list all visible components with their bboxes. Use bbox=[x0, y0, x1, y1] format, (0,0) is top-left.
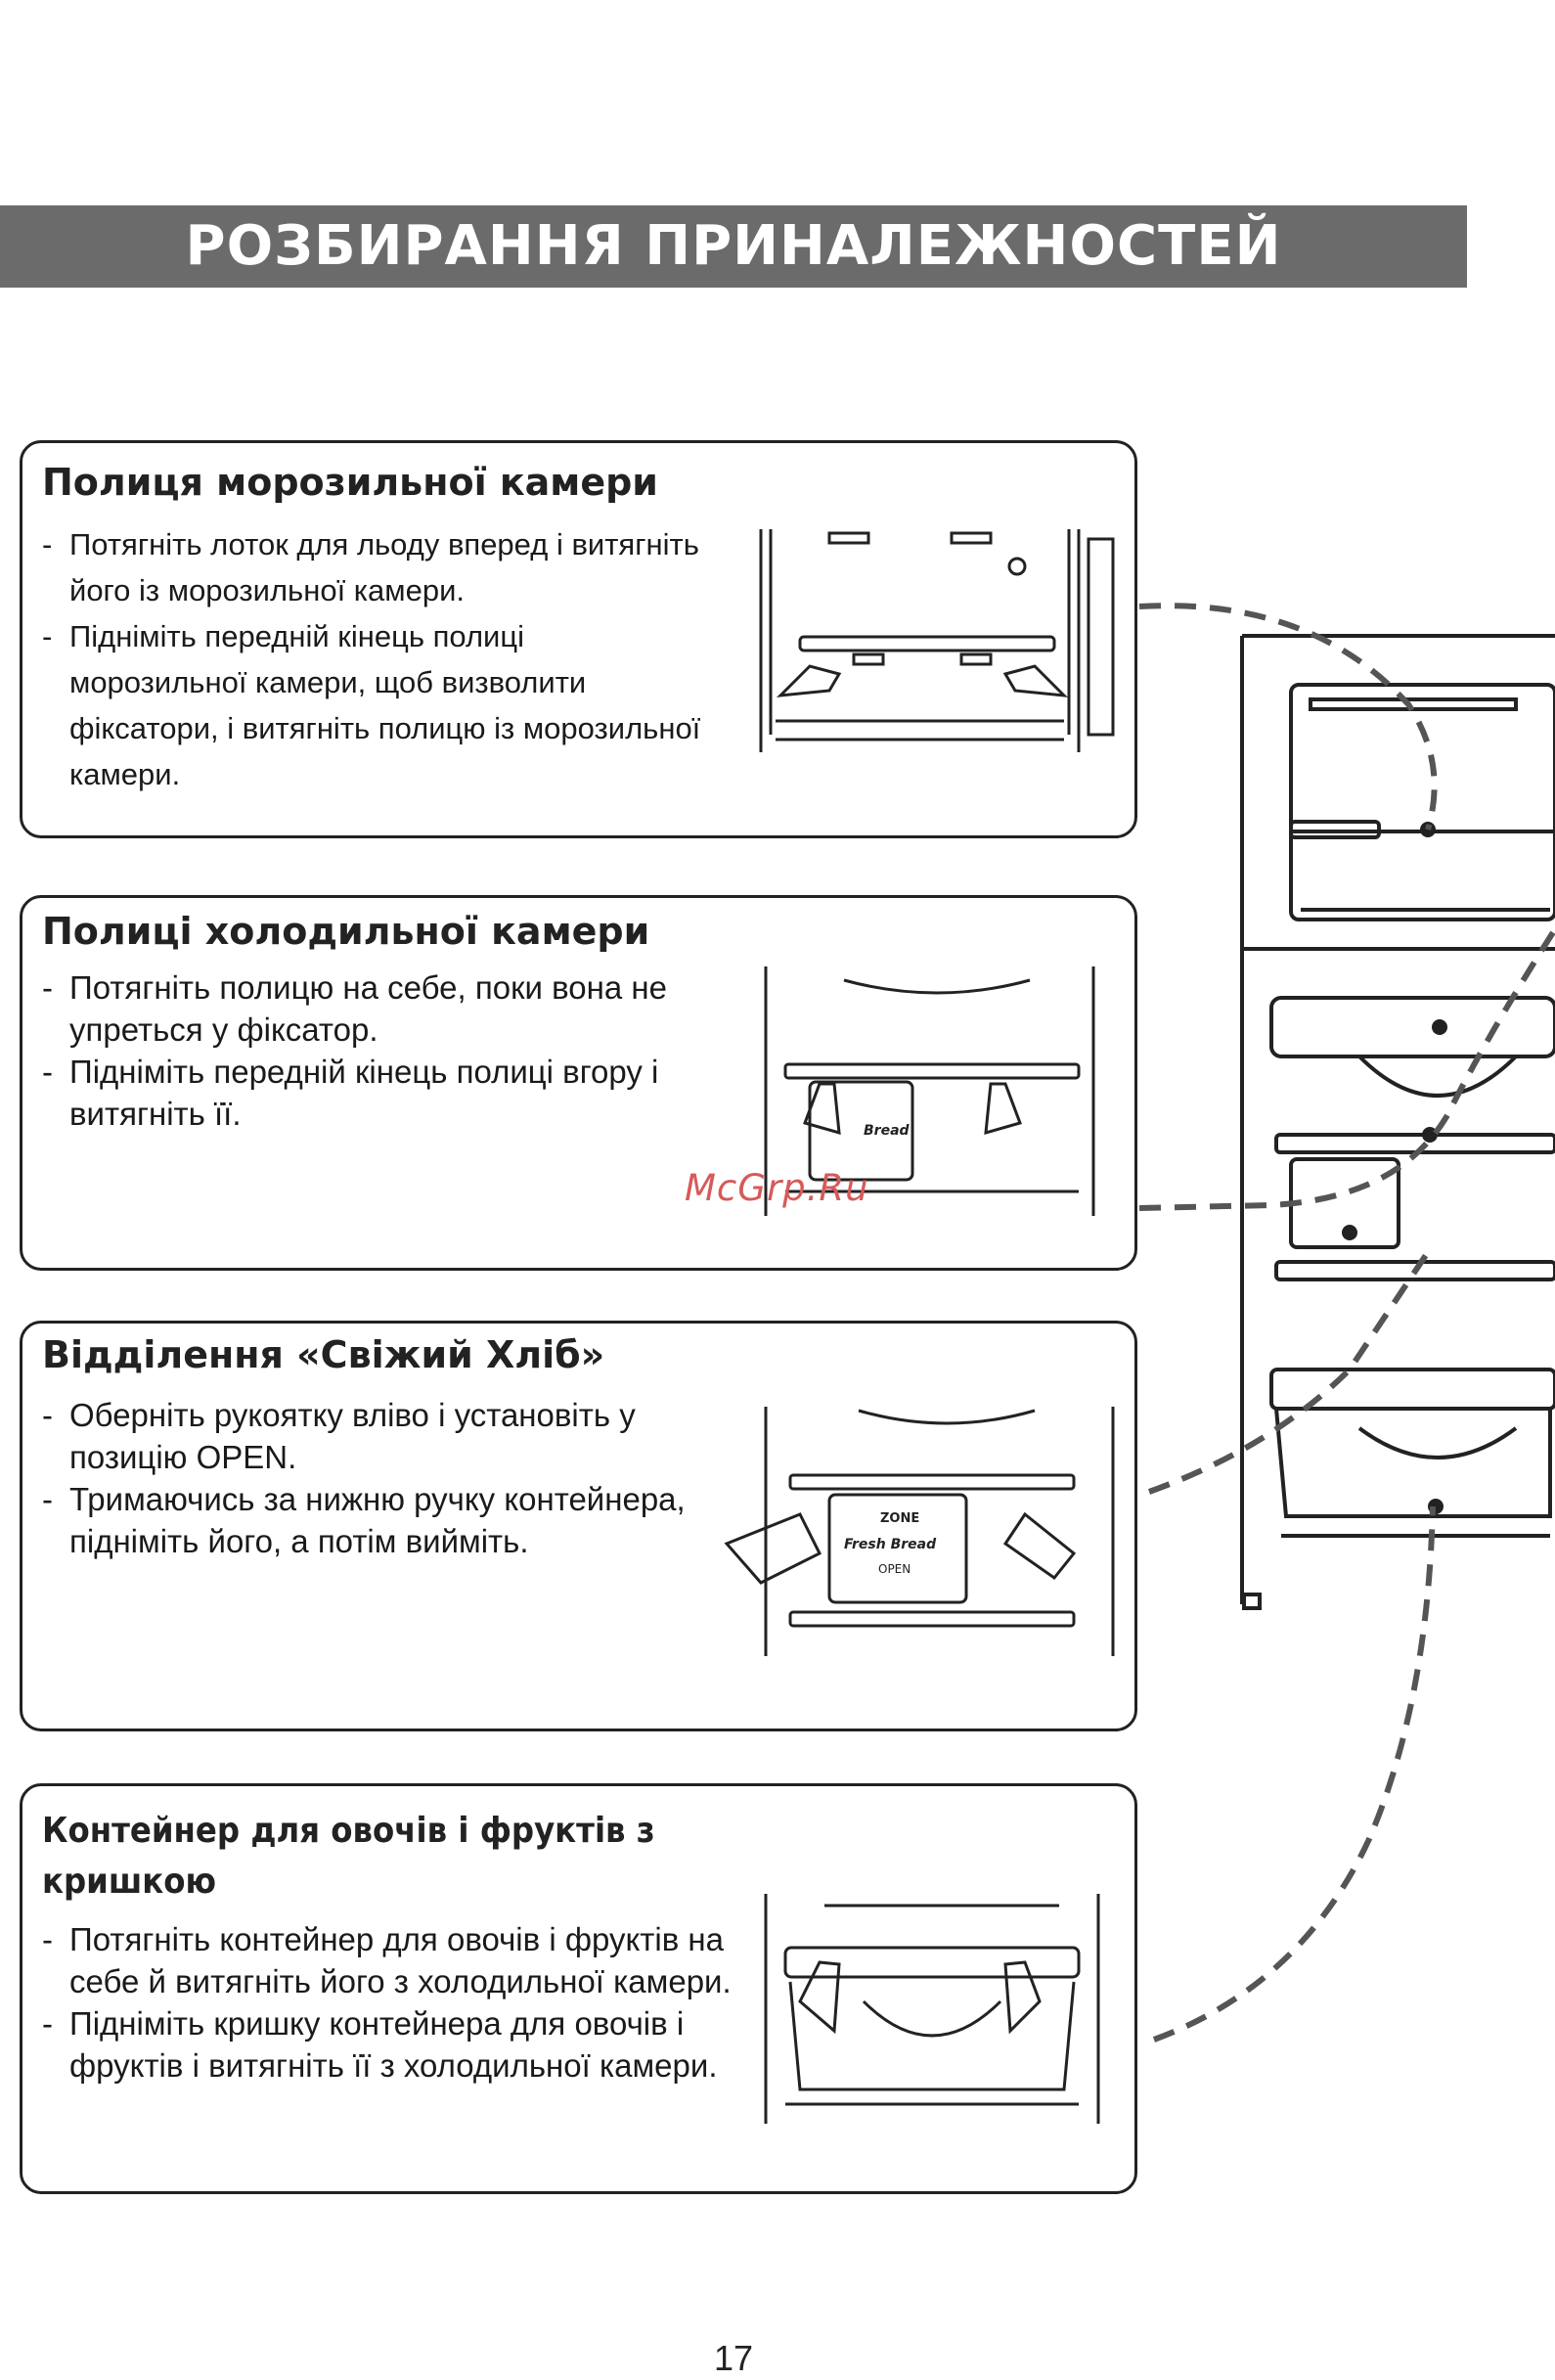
list-item: Підніміть кришку контейнера для овочів і… bbox=[42, 2002, 766, 2087]
section-heading: Контейнер для овочів і фруктів з кришкою bbox=[42, 1806, 668, 1908]
fresh-bread-label: Fresh Bread bbox=[844, 1537, 937, 1552]
section-heading-text: Контейнер для овочів і фруктів з кришкою bbox=[42, 1811, 655, 1902]
instruction-list: Оберніть рукоятку вліво і установіть у п… bbox=[42, 1394, 746, 1562]
list-item: Підніміть передній кінець полиці морозил… bbox=[42, 613, 707, 797]
section-freezer-shelf: Полиця морозильної камери Потягніть лото… bbox=[20, 440, 1137, 838]
bread-label: Bread bbox=[864, 1123, 911, 1139]
instruction-list: Потягніть полицю на себе, поки вона не у… bbox=[42, 966, 746, 1135]
instruction-list: Потягніть лоток для льоду вперед і витяг… bbox=[42, 521, 707, 797]
section-heading: Полиці холодильної камери bbox=[42, 910, 650, 953]
section-fridge-shelves: Полиці холодильної камери Потягніть поли… bbox=[20, 895, 1137, 1271]
section-fresh-bread: Відділення «Свіжий Хліб» Оберніть рукоят… bbox=[20, 1321, 1137, 1731]
vegetable-container-illustration bbox=[764, 1894, 1100, 2124]
list-item: Потягніть лоток для льоду вперед і витяг… bbox=[42, 521, 707, 613]
section-heading: Полиця морозильної камери bbox=[42, 461, 658, 504]
page-title: РОЗБИРАННЯ ПРИНАЛЕЖНОСТЕЙ bbox=[0, 205, 1467, 288]
page-number: 17 bbox=[713, 2338, 754, 2378]
list-item: Тримаючись за нижню ручку контейнера, пі… bbox=[42, 1478, 746, 1562]
list-item: Оберніть рукоятку вліво і установіть у п… bbox=[42, 1394, 746, 1478]
instruction-list: Потягніть контейнер для овочів і фруктів… bbox=[42, 1918, 766, 2087]
freezer-shelf-illustration bbox=[759, 529, 1115, 752]
section-heading: Відділення «Свіжий Хліб» bbox=[42, 1333, 605, 1376]
zone-label: ZONE bbox=[880, 1511, 919, 1526]
fridge-shelf-illustration: Bread bbox=[764, 966, 1095, 1216]
list-item: Підніміть передній кінець полиці вгору і… bbox=[42, 1051, 746, 1135]
list-item: Потягніть контейнер для овочів і фруктів… bbox=[42, 1918, 766, 2002]
fresh-bread-illustration: ZONE Fresh Bread OPEN bbox=[724, 1407, 1115, 1656]
list-item: Потягніть полицю на себе, поки вона не у… bbox=[42, 966, 746, 1051]
section-vegetable-container: Контейнер для овочів і фруктів з кришкою… bbox=[20, 1783, 1137, 2194]
watermark: McGrp.Ru bbox=[685, 1167, 869, 1209]
open-label: OPEN bbox=[878, 1562, 911, 1576]
refrigerator-illustration bbox=[1240, 634, 1555, 1610]
